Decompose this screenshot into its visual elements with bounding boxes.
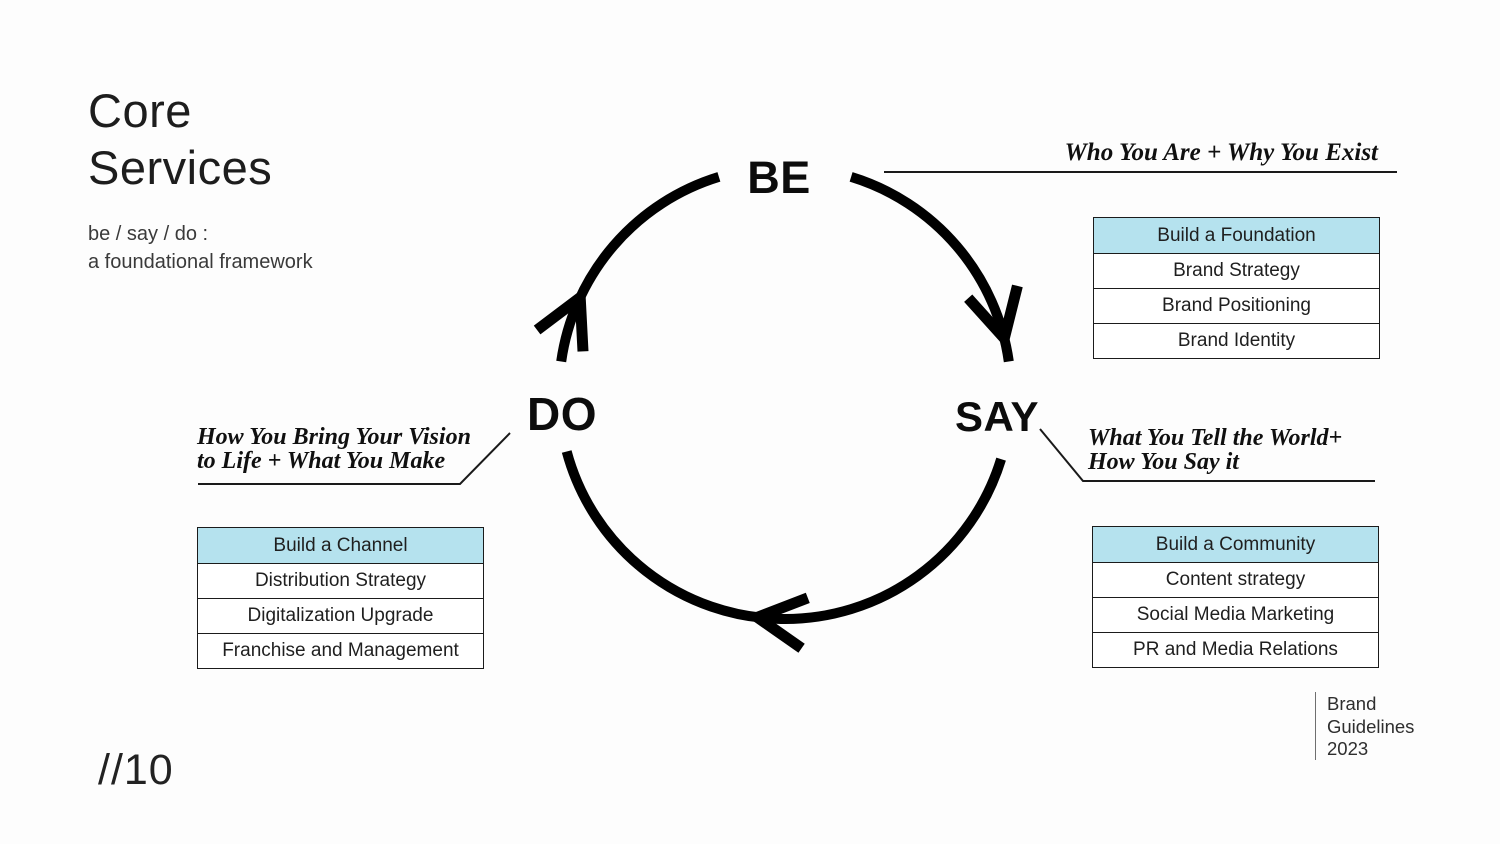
page-title: Core Services bbox=[88, 82, 272, 196]
foundation-table: Build a Foundation Brand Strategy Brand … bbox=[1093, 217, 1380, 359]
do-annotation-line-2: to Life + What You Make bbox=[197, 448, 446, 474]
cycle-arrowheads bbox=[533, 284, 1023, 653]
say-annotation-rule bbox=[1039, 428, 1375, 482]
cycle-node-say: SAY bbox=[954, 393, 1040, 440]
table-row: Content strategy bbox=[1093, 563, 1378, 598]
say-annotation-line-2: How You Say it bbox=[1088, 449, 1239, 475]
arc-be-to-say bbox=[849, 172, 1014, 363]
channel-table: Build a Channel Distribution Strategy Di… bbox=[197, 527, 484, 669]
cycle-arcs bbox=[556, 172, 1014, 624]
arrowhead-toward-say-icon bbox=[964, 284, 1023, 350]
arrowhead-toward-be-icon bbox=[533, 286, 589, 352]
table-row: Brand Positioning bbox=[1094, 289, 1379, 324]
page-title-line-2: Services bbox=[88, 141, 273, 194]
page-number: //10 bbox=[98, 746, 174, 794]
foundation-table-header: Build a Foundation bbox=[1094, 218, 1379, 254]
table-row: Brand Strategy bbox=[1094, 254, 1379, 289]
page-title-line-1: Core bbox=[88, 84, 192, 137]
arrowhead-toward-do-icon bbox=[745, 592, 810, 653]
annotation-rules bbox=[198, 171, 1397, 485]
community-table-header: Build a Community bbox=[1093, 527, 1378, 563]
arc-say-to-do bbox=[561, 450, 1006, 624]
table-row: Franchise and Management bbox=[222, 640, 459, 661]
page-subtitle-line-1: be / say / do : bbox=[88, 223, 209, 245]
channel-table-header: Build a Channel bbox=[198, 528, 483, 564]
do-annotation-line-1: How You Bring Your Vision bbox=[197, 424, 471, 450]
community-table: Build a Community Content strategy Socia… bbox=[1092, 526, 1379, 668]
footer-text: Brand Guidelines 2023 bbox=[1327, 692, 1414, 761]
table-row: Social Media Marketing bbox=[1093, 598, 1378, 633]
footer-divider bbox=[1315, 692, 1316, 760]
do-annotation-rule bbox=[198, 432, 511, 485]
table-row: Distribution Strategy bbox=[198, 564, 483, 599]
do-annotation: How You Bring Your Vision to Life + What… bbox=[197, 425, 471, 473]
table-row: Digitalization Upgrade bbox=[198, 599, 483, 634]
say-annotation-line-1: What You Tell the World+ bbox=[1088, 425, 1343, 451]
be-annotation: Who You Are + Why You Exist bbox=[1065, 139, 1378, 167]
footer-line-2: Guidelines bbox=[1327, 715, 1415, 737]
table-row: Brand Identity bbox=[1177, 330, 1296, 351]
footer: Brand Guidelines 2023 bbox=[1315, 692, 1414, 761]
arc-do-to-be bbox=[556, 172, 721, 363]
cycle-node-do: DO bbox=[527, 388, 597, 440]
page-subtitle: be / say / do : a foundational framework bbox=[88, 220, 313, 276]
be-annotation-line-1: Who You Are + Why You Exist bbox=[1064, 139, 1378, 166]
say-annotation: What You Tell the World+ How You Say it bbox=[1088, 426, 1342, 474]
footer-line-3: 2023 bbox=[1327, 738, 1369, 759]
page-subtitle-line-2: a foundational framework bbox=[88, 251, 313, 273]
table-row: PR and Media Relations bbox=[1133, 639, 1338, 660]
footer-line-1: Brand bbox=[1327, 693, 1377, 714]
cycle-node-be: BE bbox=[747, 152, 811, 203]
